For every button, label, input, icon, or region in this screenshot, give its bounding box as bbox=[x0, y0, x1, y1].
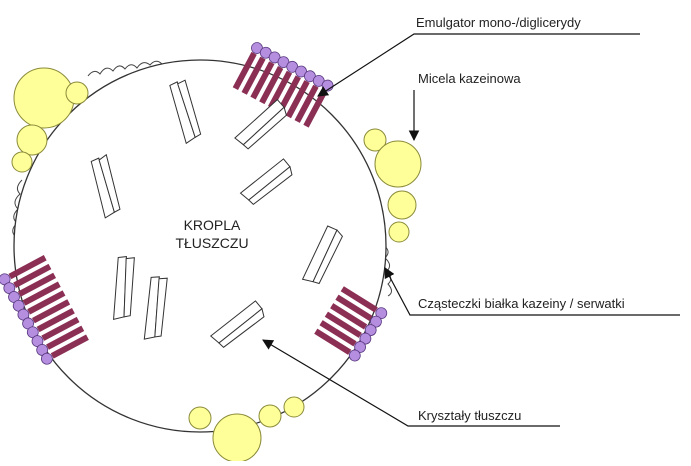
label-emulsifier: Emulgator mono-/diglicerydy bbox=[416, 15, 581, 30]
label-fat-crystals: Kryształy tłuszczu bbox=[418, 408, 521, 423]
label-protein-particles: Cząsteczki białka kazeiny / serwatki bbox=[418, 296, 625, 311]
label-casein-micelle: Micela kazeinowa bbox=[418, 71, 521, 86]
droplet-label-line1: KROPLA bbox=[184, 217, 241, 233]
droplet-label-line2: TŁUSZCZU bbox=[175, 235, 248, 251]
